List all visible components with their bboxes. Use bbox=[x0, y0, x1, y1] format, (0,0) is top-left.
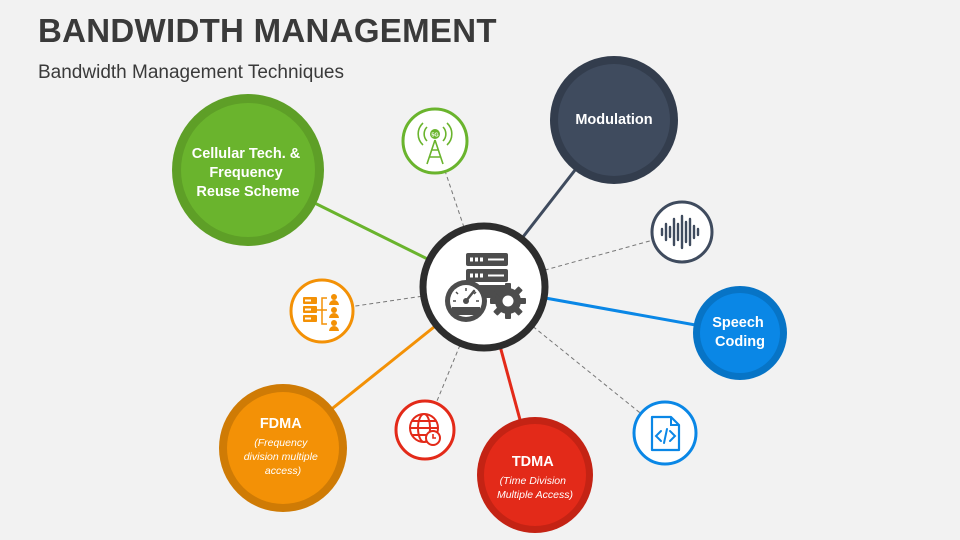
node-speech: Speech Coding bbox=[693, 286, 787, 380]
node-fdma-subline-2: division multiple bbox=[244, 451, 318, 463]
node-fdma-line-1: FDMA bbox=[260, 416, 302, 432]
node-speech-line-1: Speech bbox=[712, 315, 764, 331]
node-tdma-subline-2: Multiple Access) bbox=[497, 489, 573, 501]
node-tdma: TDMA (Time Division Multiple Access) bbox=[477, 417, 593, 533]
server-users-icon bbox=[289, 278, 355, 344]
node-modulation: Modulation bbox=[550, 56, 678, 184]
node-tdma-line-1: TDMA bbox=[512, 454, 554, 470]
sound-wave-icon bbox=[650, 200, 714, 264]
node-cellular-line-1: Cellular Tech. & bbox=[192, 146, 301, 162]
node-cellular-line-2: Frequency bbox=[209, 165, 282, 181]
connector-wave bbox=[483, 231, 683, 288]
svg-text:Speech Coding: Speech Coding bbox=[712, 315, 768, 350]
globe-clock-icon bbox=[394, 399, 456, 461]
svg-text:Cellular Tech. & Frequ: Cellular Tech. & Frequency Reuse Scheme bbox=[192, 146, 305, 200]
node-speech-line-2: Coding bbox=[715, 334, 765, 350]
node-tdma-subline-1: (Time Division bbox=[500, 475, 567, 487]
5g-tower-icon: 5G bbox=[401, 107, 469, 175]
node-modulation-line-1: Modulation bbox=[575, 112, 652, 128]
svg-text:5G: 5G bbox=[431, 133, 438, 139]
svg-text:Modulation: Modulation bbox=[575, 112, 652, 128]
server-speedometer-gear-icon bbox=[445, 253, 526, 322]
node-fdma-subline-3: access) bbox=[265, 465, 301, 477]
node-fdma-subline-1: (Frequency bbox=[254, 437, 308, 449]
node-cellular-line-3: Reuse Scheme bbox=[196, 184, 299, 200]
node-cellular: Cellular Tech. & Frequency Reuse Scheme bbox=[172, 94, 324, 246]
page-title: BANDWIDTH MANAGEMENT bbox=[38, 12, 497, 49]
svg-text:TDMA (Time Division: TDMA (Time Division Multiple Access) bbox=[497, 453, 573, 501]
node-fdma: FDMA (Frequency division multiple access… bbox=[219, 384, 347, 512]
page-subtitle: Bandwidth Management Techniques bbox=[38, 62, 344, 83]
code-file-icon bbox=[632, 400, 698, 466]
svg-text:FDMA (Frequency: FDMA (Frequency division multiple access… bbox=[244, 415, 323, 477]
